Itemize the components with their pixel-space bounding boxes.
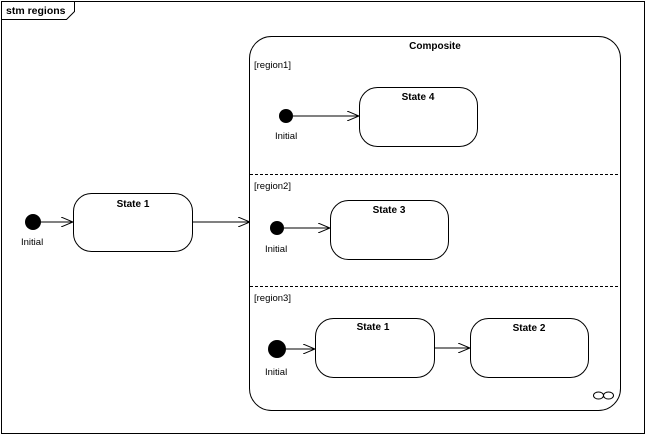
initial-label-region1: Initial [275,131,297,142]
state-name-region3-state1: State 1 [357,322,390,333]
initial-node-outer[interactable] [25,214,41,230]
frame-title-tab [1,1,75,20]
state-box-state3[interactable] [330,200,449,260]
state-name-outer-state1: State 1 [117,199,150,210]
state-name-region3-state2: State 2 [513,323,546,334]
frame-title: stm regions [6,5,66,17]
initial-node-region2[interactable] [270,221,284,235]
initial-label-region2: Initial [265,244,287,255]
region-label-2: [region2] [254,181,291,192]
composite-state-name: Composite [409,41,461,52]
initial-label-region3: Initial [265,367,287,378]
initial-node-region3[interactable] [268,340,286,358]
region-label-3: [region3] [254,293,291,304]
state-box-state4[interactable] [359,87,478,147]
infinity-link-icon [593,391,614,400]
state-box-region3-state2[interactable] [470,318,589,378]
initial-label-outer: Initial [21,237,43,248]
state-name-state4: State 4 [402,92,435,103]
region-label-1: [region1] [254,60,291,71]
state-name-state3: State 3 [373,205,406,216]
state-box-outer-state1[interactable] [73,193,193,252]
initial-node-region1[interactable] [279,109,293,123]
